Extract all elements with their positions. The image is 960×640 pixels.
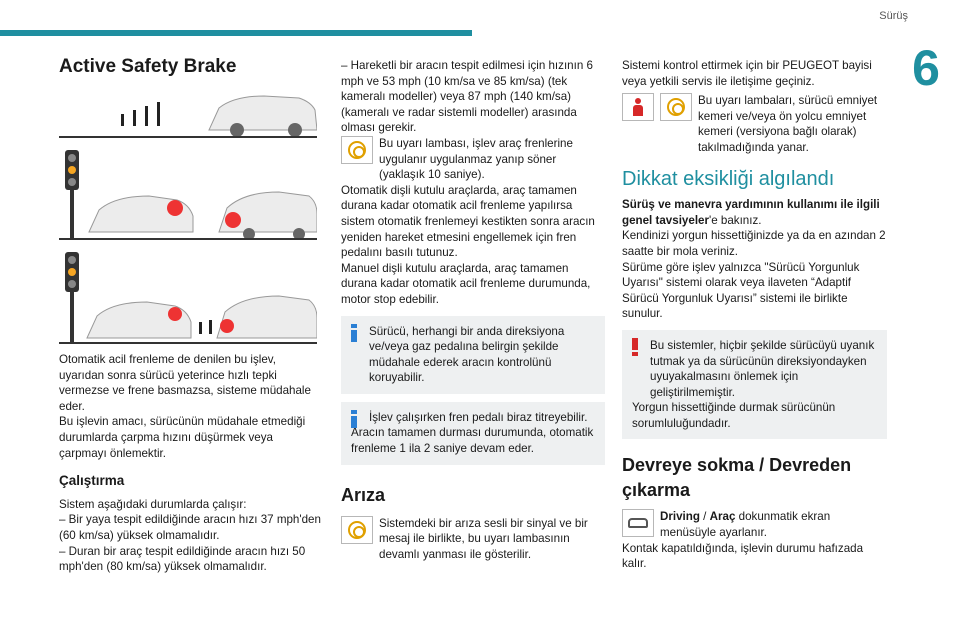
seatbelt-text: Bu uyarı lambaları, sürücü emniyet kemer… <box>698 94 878 154</box>
settings-text: Driving / Araç dokunmatik ekran menüsüyl… <box>660 509 887 540</box>
fault-heading: Arıza <box>341 484 386 505</box>
warning-icon <box>632 337 638 356</box>
illustration-approach <box>59 90 318 138</box>
arac-label: Araç <box>709 510 736 524</box>
slash-label: / <box>699 510 710 524</box>
brake-warning-icon <box>341 135 373 164</box>
speed-condition-text: – Hareketli bir aracın tespit edilmesi i… <box>341 59 593 135</box>
seatbelt-warning-icon <box>622 93 654 122</box>
brake-warning-icon <box>660 93 692 122</box>
advice-bold: Sürüş ve manevra yardımının kullanımı il… <box>622 198 880 227</box>
warning-text-a: Bu sistemler, hiçbir şekilde sürücüyü uy… <box>650 338 875 399</box>
operation-heading: Çalıştırma <box>59 473 125 489</box>
warning-note: Bu sistemler, hiçbir şekilde sürücüyü uy… <box>622 329 887 440</box>
lamp-row: Bu uyarı lambası, işlev araç frenlerine … <box>341 135 605 183</box>
chapter-number: 6 <box>912 40 940 96</box>
automatic-gearbox-text: Otomatik dişli kutulu araçlarda, araç ta… <box>341 183 595 260</box>
driving-label: Driving <box>660 510 700 524</box>
version-text: Sürüme göre işlev yalnızca "Sürücü Yorgu… <box>622 260 860 321</box>
info-note-1: Sürücü, herhangi bir anda direksiyona ve… <box>341 315 605 394</box>
column-1: Active Safety Brake <box>59 54 321 575</box>
contact-dealer-text: Sistemi kontrol ettirmek için bir PEUGEO… <box>622 59 872 88</box>
intro-text-1: Otomatik acil frenleme de denilen bu işl… <box>59 353 311 413</box>
lamp-text: Bu uyarı lambası, işlev araç frenlerine … <box>379 136 573 182</box>
enable-heading: Devreye sokma / Devreden çıkarma <box>622 455 852 501</box>
traffic-light-illustration <box>65 150 318 240</box>
manual-gearbox-text: Manuel dişli kutulu araçlarda, araç tama… <box>341 261 591 306</box>
car-approach-illustration <box>121 95 318 137</box>
drowsiness-heading: Dikkat eksikliği algılandı <box>622 167 835 190</box>
car-settings-icon <box>622 509 654 538</box>
intro-text-2: Bu işlevin amacı, sürücünün müdahale etm… <box>59 415 306 460</box>
settings-row: Driving / Araç dokunmatik ekran menüsüyl… <box>622 509 887 540</box>
info-note-1-text: Sürücü, herhangi bir anda direksiyona ve… <box>369 324 565 385</box>
fault-row: Sistemdeki bir arıza sesli bir sinyal ve… <box>341 515 605 563</box>
illustration-traffic-light <box>59 146 318 240</box>
advice-text: Sürüş ve manevra yardımının kullanımı il… <box>622 197 887 228</box>
info-note-2-text-a: İşlev çalışırken fren pedalı biraz titre… <box>369 410 588 424</box>
section-title: Sürüş <box>879 10 908 22</box>
header-bar <box>0 30 472 36</box>
operation-text-3: – Duran bir araç tespit edildiğinde arac… <box>59 544 306 574</box>
info-note-2: İşlev çalışırken fren pedalı biraz titre… <box>341 401 605 465</box>
warning-text-b: Yorgun hissettiğinde durmak sürücünün so… <box>632 401 836 430</box>
braking-illustration <box>65 252 318 342</box>
seatbelt-row: Bu uyarı lambaları, sürücü emniyet kemer… <box>622 93 887 155</box>
settings-rest: dokunmatik ekran menüsüyle ayarlanır. <box>660 510 831 540</box>
info-icon <box>351 323 357 342</box>
column-3: Sistemi kontrol ettirmek için bir PEUGEO… <box>622 54 887 572</box>
column-2: – Hareketli bir aracın tespit edilmesi i… <box>341 54 605 562</box>
fault-text: Sistemdeki bir arıza sesli bir sinyal ve… <box>379 516 588 561</box>
operation-text-1: Sistem aşağıdaki durumlarda çalışır: <box>59 497 247 511</box>
illustration-braking <box>59 248 318 344</box>
info-icon <box>351 409 357 428</box>
advice-suffix: 'e bakınız. <box>709 213 762 227</box>
operation-text-2: – Bir yaya tespit edildiğinde aracın hız… <box>59 513 321 542</box>
rest-text: Kendinizi yorgun hissettiğinizde ya da e… <box>622 229 886 258</box>
info-note-2-text-b: Aracın tamamen durması durumunda, otomat… <box>351 426 594 456</box>
brake-warning-icon <box>341 515 373 544</box>
memory-text: Kontak kapatıldığında, işlevin durumu ha… <box>622 541 864 571</box>
page-title: Active Safety Brake <box>59 56 237 77</box>
